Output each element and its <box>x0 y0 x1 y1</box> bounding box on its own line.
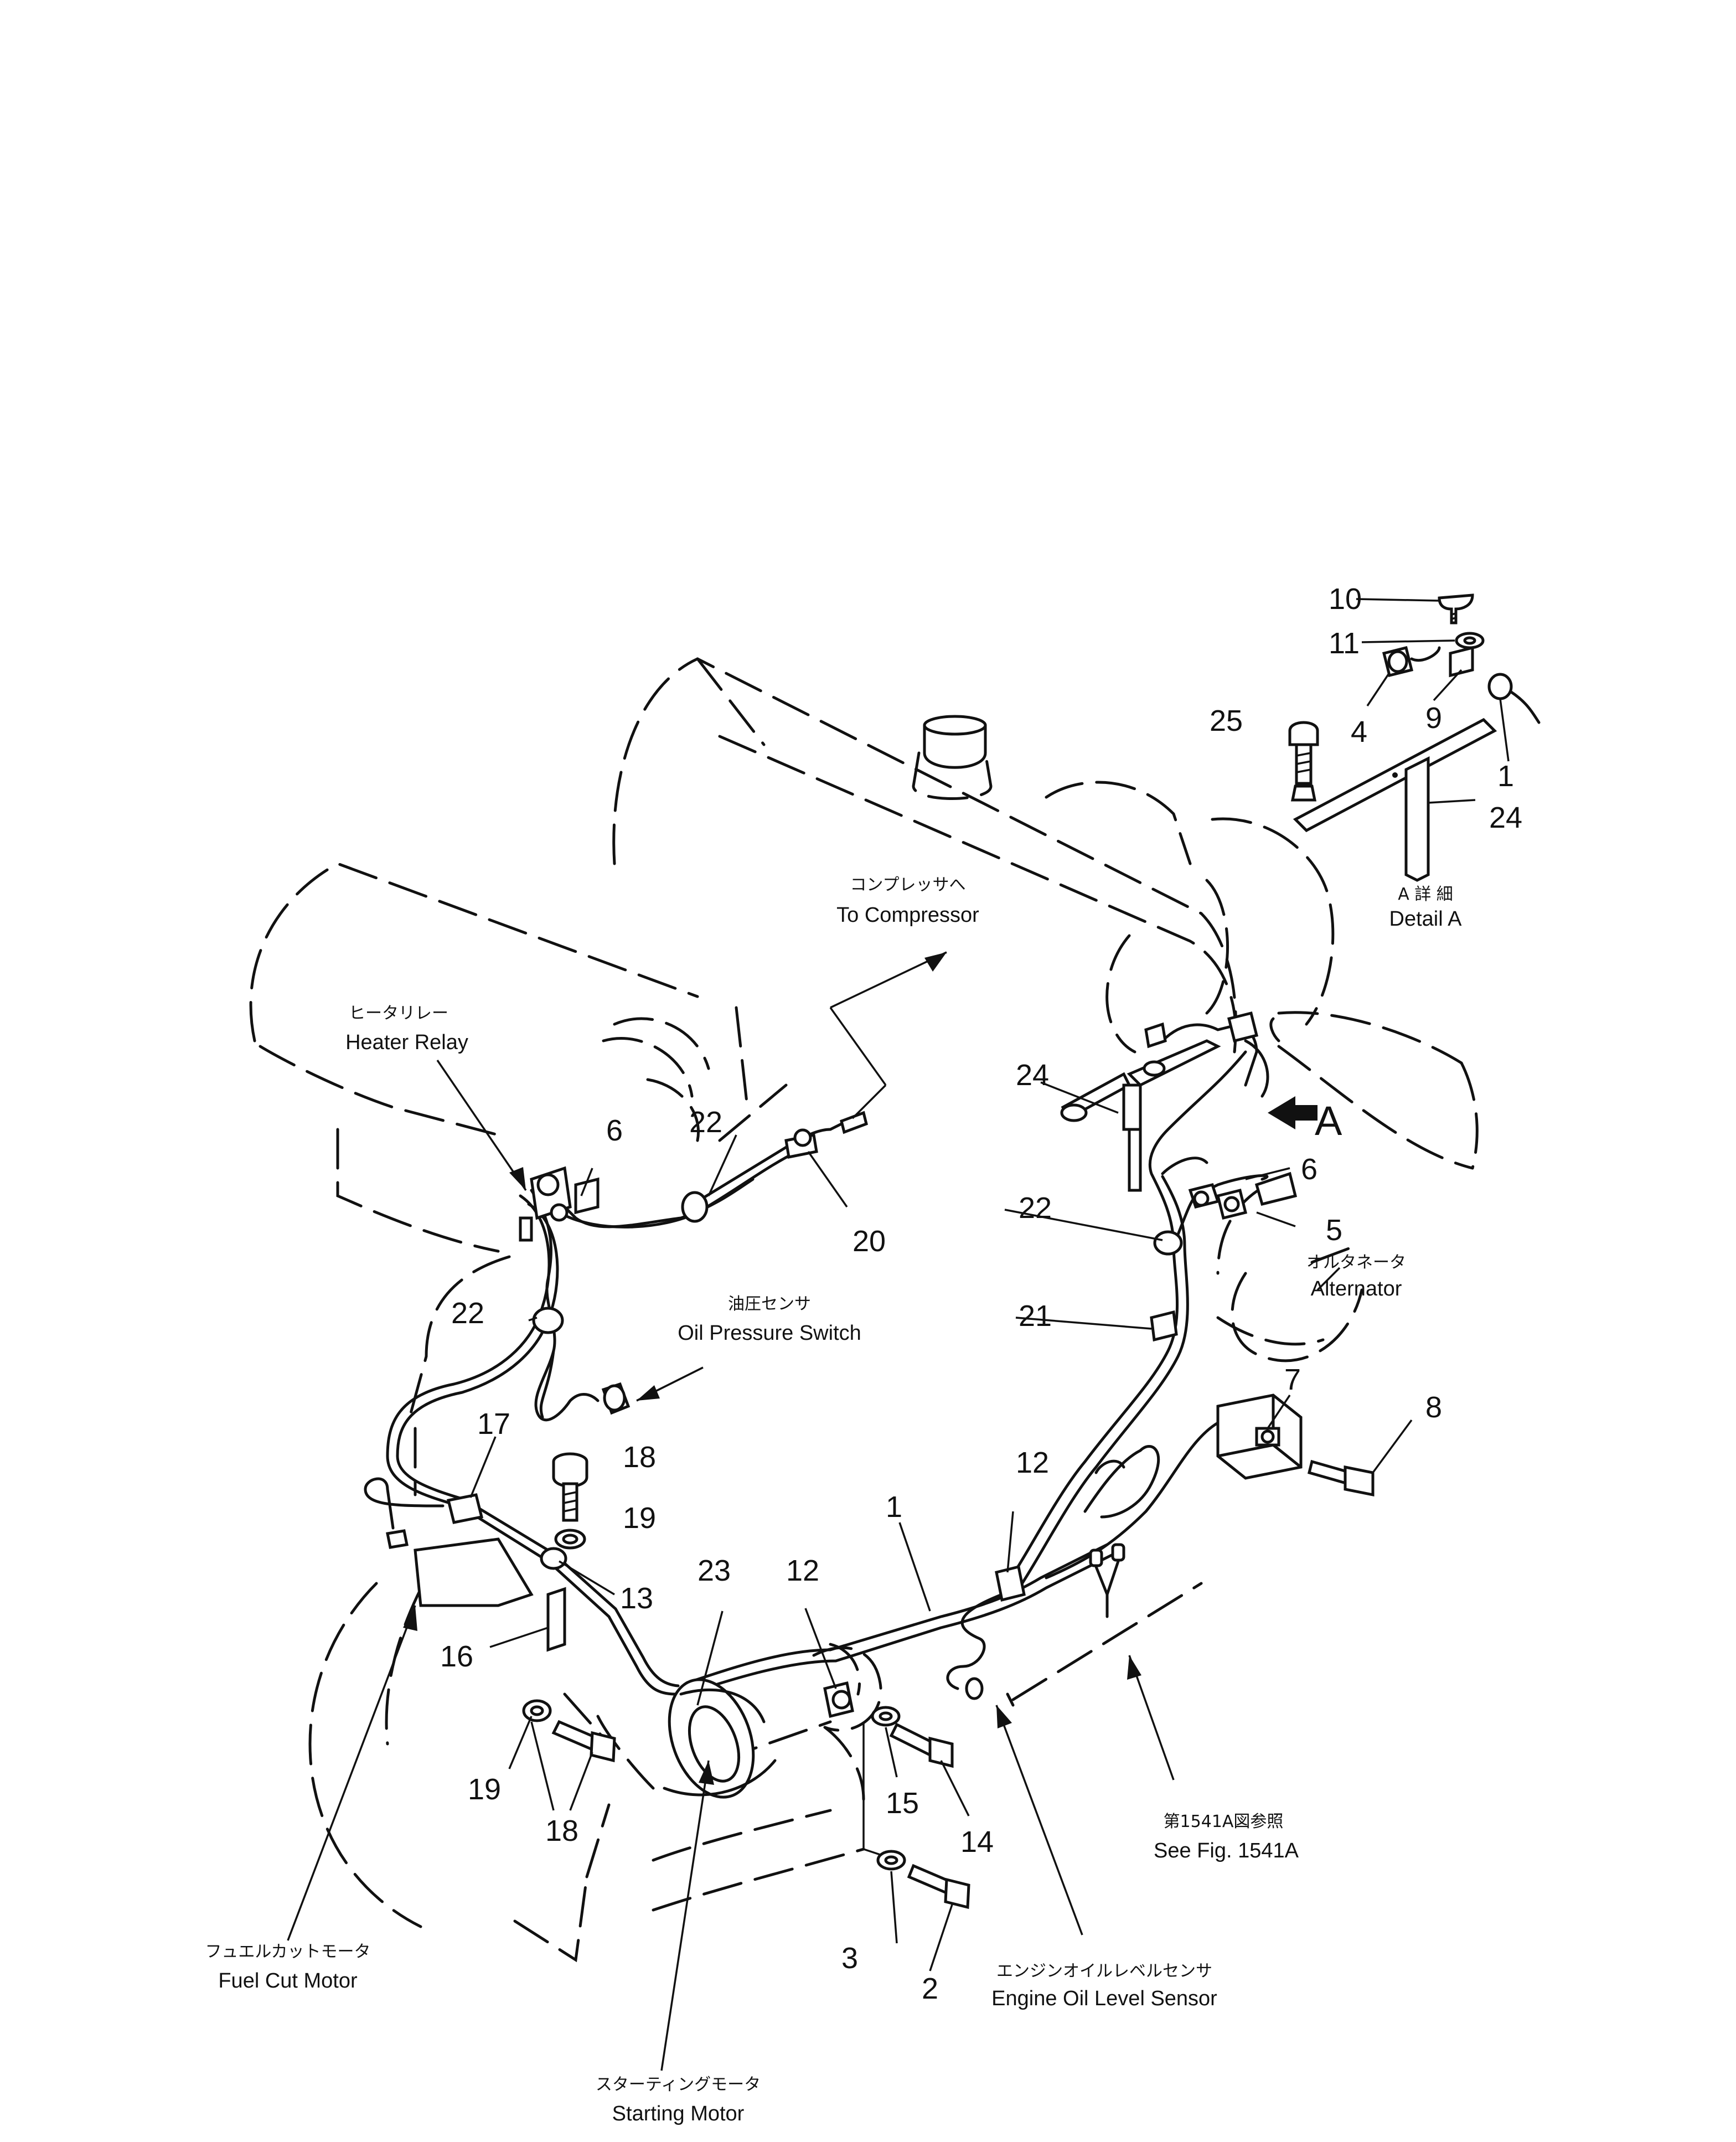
to-compressor-jp: コンプレッサへ <box>850 875 965 895</box>
part-number-6-right: 6 <box>1301 1153 1318 1186</box>
part-number-22-right: 22 <box>1019 1191 1052 1225</box>
alternator-label: Alternator <box>1311 1277 1402 1300</box>
alternator-jp: オルタネータ <box>1306 1253 1406 1272</box>
fuel-cut-motor-label: Fuel Cut Motor <box>218 1969 358 1993</box>
part-number-21: 21 <box>1019 1299 1052 1333</box>
part-number-2: 2 <box>922 1972 938 2005</box>
part-number-7: 7 <box>1284 1363 1301 1396</box>
part-number-1-detail: 1 <box>1497 760 1514 793</box>
part-number-12-top: 12 <box>1016 1446 1049 1479</box>
see-fig-label: See Fig. 1541A <box>1154 1839 1299 1862</box>
part-number-22-top: 22 <box>689 1106 722 1139</box>
part-number-20: 20 <box>852 1225 886 1258</box>
part-number-13: 13 <box>620 1582 653 1615</box>
part-number-18-bottom: 18 <box>545 1814 578 1847</box>
part-number-12-bottom: 12 <box>786 1554 819 1587</box>
part-number-14: 14 <box>960 1825 994 1859</box>
part-number-19-top: 19 <box>623 1501 656 1535</box>
part-number-19-bottom: 19 <box>468 1773 501 1806</box>
part-number-3: 3 <box>841 1942 858 1975</box>
fuel-cut-motor-body <box>414 1537 534 1607</box>
starting-motor-label: Starting Motor <box>612 2102 745 2125</box>
part-number-5: 5 <box>1326 1214 1342 1247</box>
part-number-8: 8 <box>1425 1391 1442 1424</box>
part-numbers: 10 11 4 9 1 25 24 24 22 6 20 6 22 5 21 2… <box>440 582 1522 2005</box>
part-number-11: 11 <box>1329 627 1360 660</box>
part-number-24: 24 <box>1016 1059 1049 1092</box>
fuel-cut-motor-jp: フュエルカットモータ <box>205 1942 370 1962</box>
part-number-16: 16 <box>440 1640 473 1673</box>
starting-motor-jp: スターティングモータ <box>596 2075 761 2094</box>
part-number-15: 15 <box>886 1787 919 1820</box>
heater-relay-jp: ヒータリレー <box>349 1004 448 1023</box>
part-number-23: 23 <box>698 1554 731 1587</box>
to-compressor-label: To Compressor <box>836 904 979 927</box>
oil-level-sensor-jp: エンジンオイルレベルセンサ <box>996 1962 1212 1981</box>
part-number-22-left: 22 <box>451 1297 484 1330</box>
parts-drawing <box>386 593 1541 1909</box>
oil-level-sensor-label: Engine Oil Level Sensor <box>991 1987 1217 2010</box>
part-number-18-top: 18 <box>623 1441 656 1474</box>
heater-relay-label: Heater Relay <box>345 1031 468 1054</box>
oil-pressure-switch-label: Oil Pressure Switch <box>678 1322 861 1345</box>
callouts: コンプレッサへ To Compressor ヒータリレー Heater Rela… <box>205 875 1462 2125</box>
see-fig-jp: 第1541A図参照 <box>1164 1812 1284 1831</box>
part-number-1: 1 <box>886 1490 902 1524</box>
part-number-10: 10 <box>1329 582 1362 616</box>
part-number-6-left: 6 <box>606 1114 623 1147</box>
view-arrow-a-label: A <box>1315 1098 1342 1144</box>
part-number-9: 9 <box>1425 701 1442 735</box>
leader-lines <box>287 598 1510 2071</box>
part-number-25: 25 <box>1210 704 1243 737</box>
part-number-4: 4 <box>1351 715 1367 749</box>
detail-a-jp: A 詳 細 <box>1398 885 1453 904</box>
part-number-17: 17 <box>477 1407 510 1441</box>
oil-pressure-switch-jp: 油圧センサ <box>728 1294 811 1314</box>
part-number-24-detail: 24 <box>1489 801 1522 834</box>
detail-a-label: Detail A <box>1389 907 1463 931</box>
